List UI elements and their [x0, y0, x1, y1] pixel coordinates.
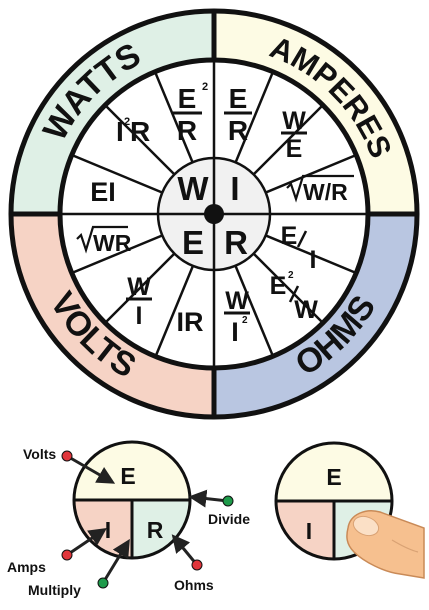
legend-circle-left: E I R: [72, 440, 192, 560]
formula-w-over-i-squared: W I 2: [224, 287, 250, 347]
legend-divide-label: Divide: [208, 511, 250, 527]
arrow-multiply: [101, 538, 130, 584]
center-w: W: [177, 170, 209, 207]
svg-text:W: W: [225, 287, 249, 315]
formula-i-squared-r: I 2 R: [116, 116, 150, 147]
svg-text:E: E: [229, 83, 248, 114]
svg-text:WR: WR: [93, 230, 132, 256]
svg-text:W: W: [294, 296, 318, 324]
legend-multiply-label: Multiply: [28, 582, 81, 598]
pin-divide: [222, 495, 234, 507]
formula-w-over-e: W E: [281, 107, 307, 163]
center-r: R: [224, 224, 248, 261]
formula-sqrt-w-over-r: W/R: [286, 174, 354, 205]
finger-icon: [346, 510, 425, 579]
svg-text:E: E: [178, 83, 197, 114]
formula-w-over-i: W I: [126, 273, 152, 330]
arrow-amps: [66, 527, 107, 557]
arrow-volts: [66, 454, 116, 484]
formula-ei: EI: [90, 177, 116, 207]
arrow-divide: [188, 489, 229, 508]
formula-e-over-r: E R: [224, 83, 252, 146]
svg-text:W: W: [282, 107, 306, 135]
formula-ir: IR: [177, 307, 204, 337]
legend-pins: [61, 450, 234, 589]
legend-amps-label: Amps: [7, 559, 46, 575]
pin-multiply: [97, 577, 109, 589]
legend-ohms-label: Ohms: [174, 577, 214, 593]
legend-left-i: I: [105, 517, 111, 543]
center-i: I: [230, 170, 239, 207]
svg-text:R: R: [130, 116, 150, 147]
svg-text:I: I: [116, 116, 124, 147]
legend-right-e: E: [326, 464, 341, 490]
legend-right-i: I: [306, 518, 312, 544]
center-e: E: [182, 224, 204, 261]
pin-ohms: [191, 559, 203, 571]
legend-volts-label: Volts: [23, 446, 56, 462]
svg-text:2: 2: [124, 116, 130, 128]
svg-text:I: I: [136, 302, 143, 330]
legend-left-e: E: [120, 463, 135, 489]
svg-text:E: E: [286, 135, 303, 163]
svg-text:W/R: W/R: [303, 179, 348, 205]
svg-text:2: 2: [242, 315, 248, 326]
svg-text:I: I: [310, 246, 317, 274]
center-dot: [204, 204, 224, 224]
svg-text:I: I: [231, 317, 239, 347]
svg-text:W: W: [127, 273, 151, 301]
formula-e-squared-slash-w: E 2 W: [270, 270, 319, 324]
svg-text:2: 2: [288, 270, 294, 281]
formula-e-squared-over-r: E 2 R: [173, 81, 208, 146]
formula-sqrt-wr: WR: [76, 225, 132, 256]
svg-text:R: R: [228, 115, 248, 146]
formula-e-slash-i: E I: [281, 222, 317, 274]
legend-arrows: [66, 454, 229, 584]
svg-text:2: 2: [202, 81, 208, 93]
svg-text:E: E: [281, 222, 298, 250]
svg-text:R: R: [177, 115, 197, 146]
legend-left-r: R: [147, 517, 164, 543]
pin-amps: [61, 549, 73, 561]
arrow-ohms: [171, 534, 199, 566]
pin-volts: [61, 450, 73, 462]
svg-text:E: E: [270, 272, 287, 300]
